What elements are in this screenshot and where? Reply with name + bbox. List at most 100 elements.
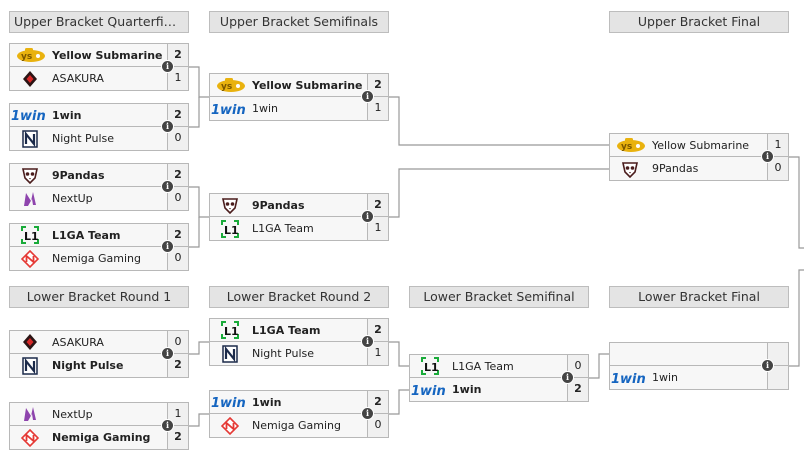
team-row-1win[interactable]: 1win 1win 2 [409,378,589,402]
match-info-icon[interactable]: i [362,336,373,347]
match-info-icon[interactable]: i [362,211,373,222]
nextup-logo [10,403,50,425]
team-score: 0 [167,331,188,353]
1win-logo: 1win [410,379,450,401]
match-info-icon[interactable]: i [362,91,373,102]
team-score: 0 [167,187,188,210]
nemiga-logo [210,415,250,437]
team-name: 9Pandas [652,162,699,175]
svg-text:1win: 1win [411,384,446,397]
team-score: 1 [367,97,388,120]
team-score: 1 [367,217,388,240]
team-row-nextup[interactable]: NextUp 0 [9,187,189,211]
header-lower-bracket-final: Lower Bracket Final [609,286,789,308]
svg-text:L1: L1 [24,230,39,243]
team-score: 2 [167,224,188,246]
1win-logo: 1win [10,104,50,126]
match-info-icon[interactable]: i [162,241,173,252]
l1ga-logo: L1 [10,224,50,246]
team-name: Yellow Submarine [52,48,163,62]
team-name: 9Pandas [252,198,305,212]
team-score: 2 [167,164,188,186]
match-info-icon[interactable]: i [162,348,173,359]
match-info-icon[interactable]: i [162,420,173,431]
svg-text:L1: L1 [224,325,239,338]
match-info-icon[interactable]: i [162,121,173,132]
team-row-tbd[interactable] [609,342,789,366]
nemiga-logo [10,248,50,270]
svg-text:ys: ys [21,52,32,62]
match-info-icon[interactable]: i [162,181,173,192]
team-name: Nemiga Gaming [52,252,141,265]
team-score: 1 [767,134,788,156]
yellow-submarine-logo: ys [10,44,50,66]
team-row-l1ga-team[interactable]: L1 L1GA Team 2 [209,318,389,342]
team-score [767,343,788,365]
l1ga-logo: L1 [210,319,250,341]
match-lbf[interactable]: 1win 1win i [609,342,789,390]
team-name: NextUp [52,407,93,421]
team-score: 0 [167,247,188,270]
svg-text:ys: ys [221,82,232,92]
match-info-icon[interactable]: i [162,61,173,72]
match-info-icon[interactable]: i [362,408,373,419]
match-info-icon[interactable]: i [762,151,773,162]
svg-text:1win: 1win [611,372,646,385]
team-score: 1 [167,67,188,90]
team-name: 1win [252,102,279,115]
team-row-nemiga-gaming[interactable]: Nemiga Gaming 0 [9,247,189,271]
team-score: 2 [167,426,188,449]
1win-logo: 1win [210,98,250,120]
team-row-asakura[interactable]: ASAKURA 0 [9,330,189,354]
match-info-icon[interactable]: i [762,360,773,371]
match-info-icon[interactable]: i [562,372,573,383]
team-name: Night Pulse [52,359,124,372]
team-score: 2 [367,319,388,341]
team-row-1win[interactable]: 1win 1win [609,366,789,390]
team-score: 2 [567,378,588,401]
team-score: 0 [367,414,388,437]
nextup-logo [10,188,50,210]
team-name: 1win [252,395,282,409]
team-name: ASAKURA [52,335,104,349]
team-name: L1GA Team [252,323,321,337]
team-name: 1win [452,383,482,396]
team-name: 1win [52,108,82,122]
team-name: Night Pulse [252,347,315,360]
header-lower-bracket-semifinal: Lower Bracket Semifinal [409,286,589,308]
team-name: NextUp [52,192,93,205]
l1ga-logo: L1 [410,355,450,377]
team-name: 1win [652,371,679,384]
